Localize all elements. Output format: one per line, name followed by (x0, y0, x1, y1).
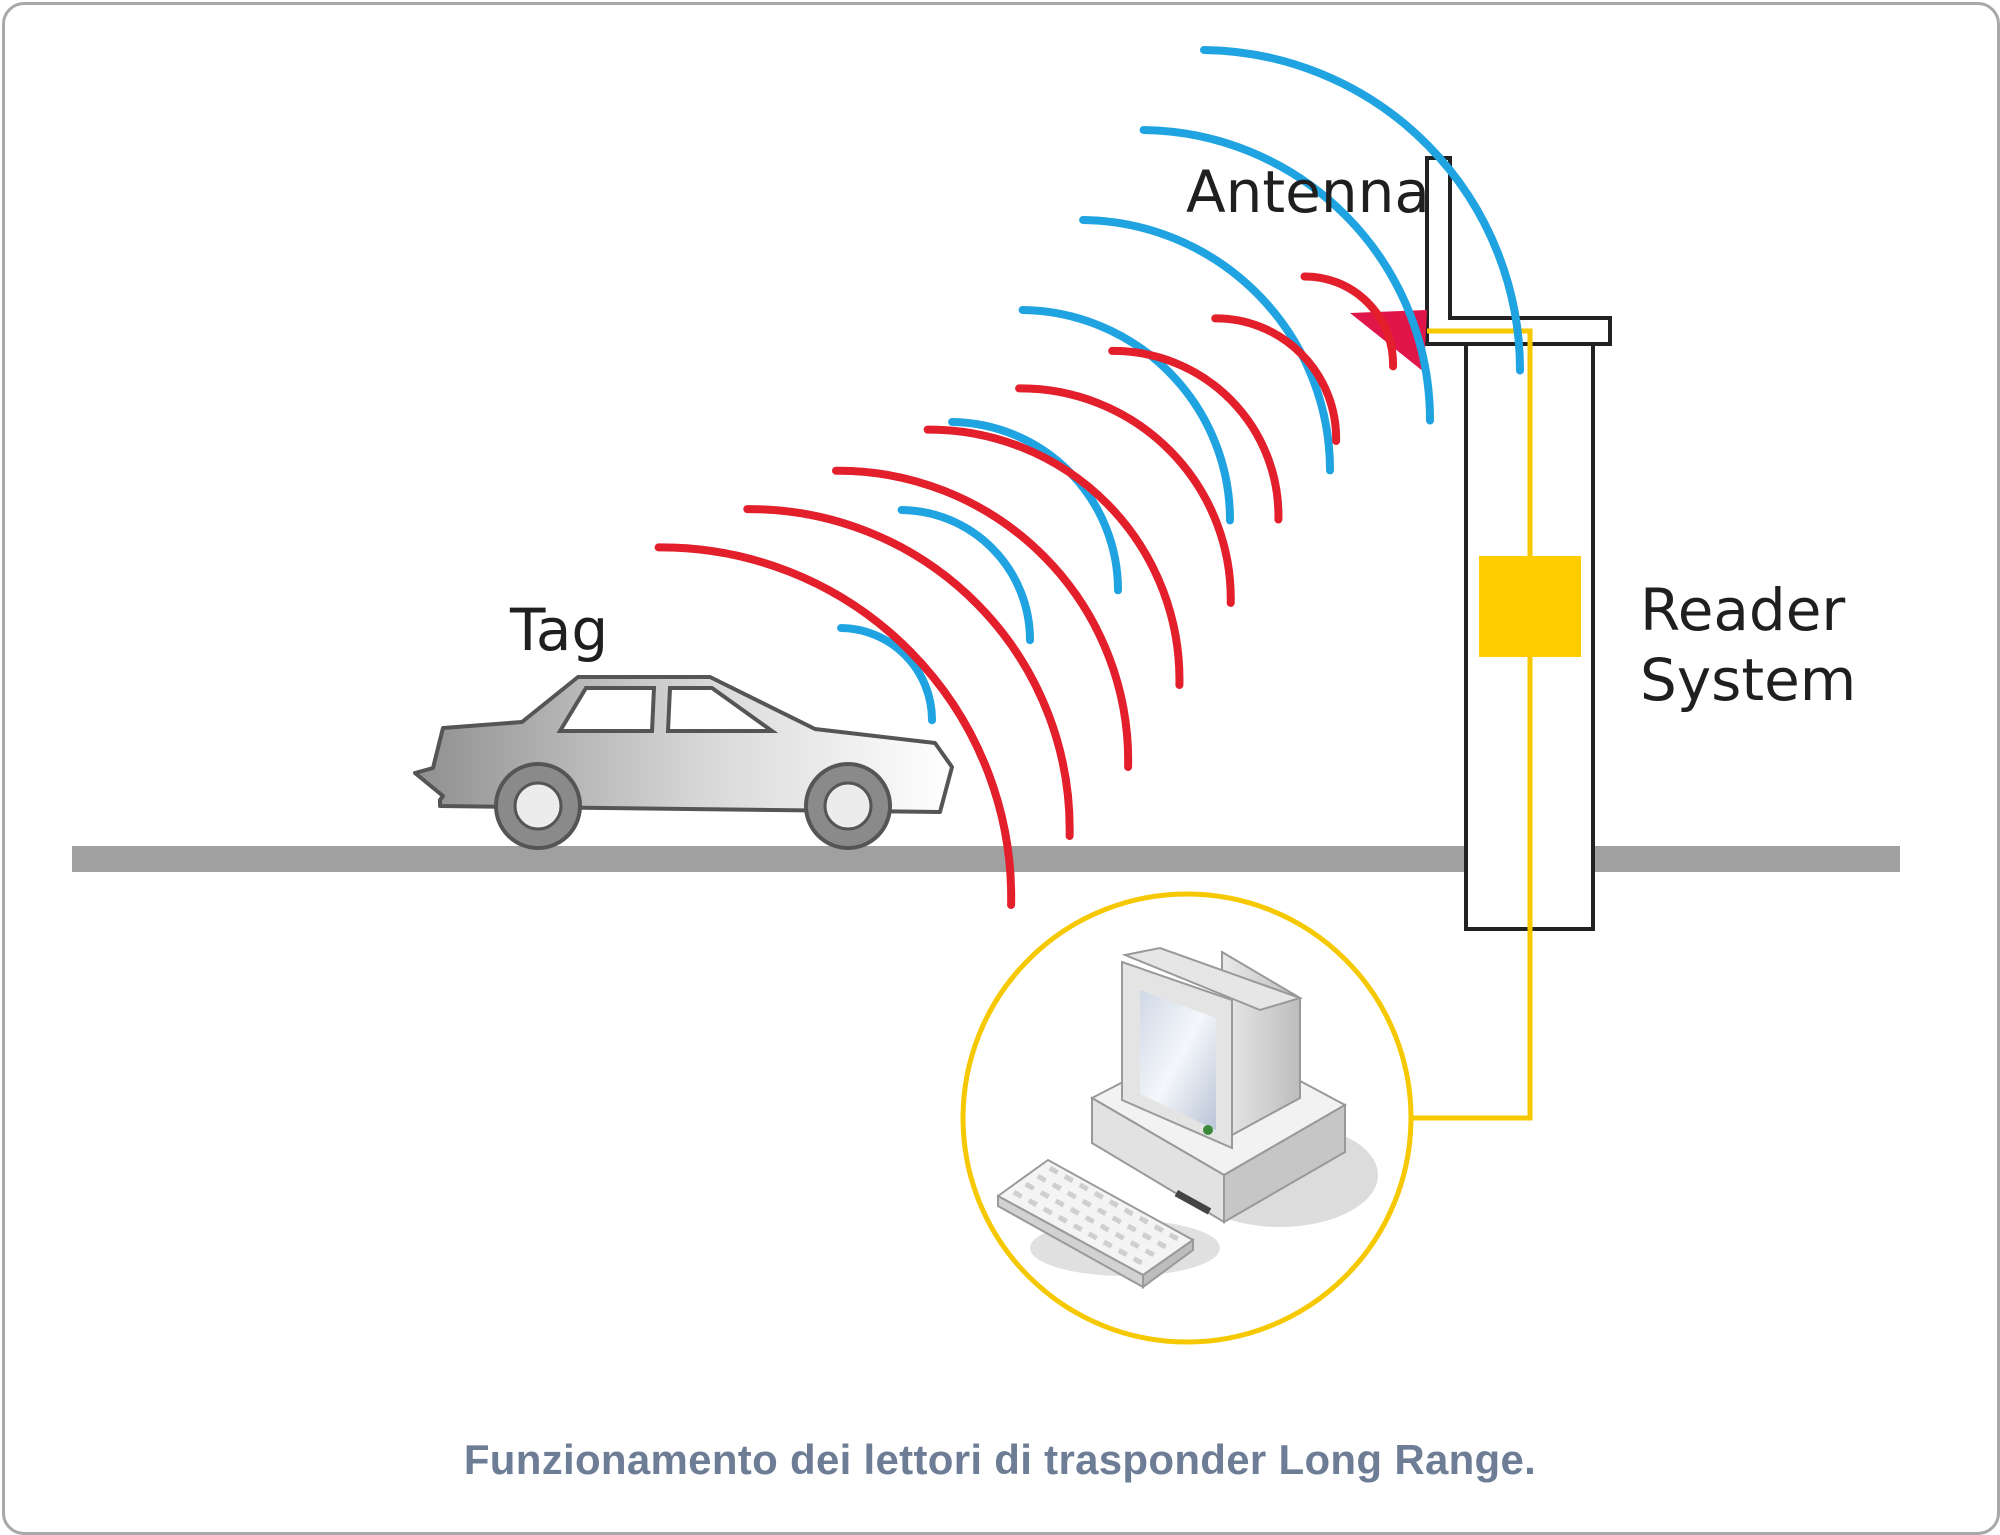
keyboard-key (1156, 1240, 1167, 1250)
keyboard-key (1102, 1239, 1113, 1249)
return-wave-arc (1211, 314, 1341, 445)
return-wave-arc (923, 425, 1184, 689)
keyboard-icon (996, 1158, 1220, 1289)
caption: Funzionamento dei lettori di trasponder … (463, 1436, 1537, 1483)
keyboard-key (1126, 1223, 1137, 1233)
reader-label-line2: System (1640, 646, 1856, 714)
antenna-label: Antenna (1186, 158, 1430, 226)
keyboard-key (1066, 1190, 1077, 1200)
keyboard-key (1084, 1215, 1095, 1224)
keyboard-key (1117, 1248, 1128, 1257)
antenna-mast (1425, 156, 1612, 346)
keyboard-key (1138, 1215, 1149, 1225)
keyboard-key (1129, 1240, 1140, 1249)
return-wave-arc (654, 543, 1016, 909)
keyboard-key (1114, 1231, 1125, 1241)
keyboard-key (1096, 1207, 1107, 1216)
keyboard-key (1036, 1174, 1047, 1183)
outgoing-wave-arc (897, 506, 1035, 645)
signal-waves (654, 46, 1525, 909)
return-wave-arc (1300, 272, 1398, 371)
return-wave-arc (743, 505, 1074, 840)
return-wave-arc (832, 466, 1133, 771)
outgoing-wave-arc (1079, 216, 1335, 475)
keyboard-key (1063, 1174, 1074, 1184)
keyboard-key (1024, 1182, 1035, 1191)
keyboard-key (1087, 1231, 1098, 1241)
signal-cable (1412, 328, 1533, 1121)
keyboard-key (1027, 1198, 1038, 1208)
keyboard-key (1057, 1214, 1068, 1224)
keyboard-key (1078, 1182, 1089, 1192)
computer-icon (1089, 946, 1378, 1227)
keyboard-key (1111, 1215, 1122, 1225)
keyboard-key (1039, 1190, 1050, 1200)
reader-module (1479, 556, 1581, 657)
keyboard-key (1012, 1190, 1023, 1199)
keyboard-key (1108, 1199, 1119, 1208)
keyboard-key (1051, 1182, 1062, 1192)
keyboard-key (1081, 1198, 1092, 1208)
keyboard-key (1153, 1224, 1164, 1233)
keyboard-key (1042, 1206, 1053, 1216)
return-wave-arc (1108, 346, 1283, 524)
ground-line (72, 846, 1900, 872)
keyboard-key (1099, 1223, 1110, 1233)
keyboard-key (1072, 1223, 1083, 1232)
return-wave-arc (1015, 384, 1235, 607)
outgoing-wave-arc (1018, 306, 1235, 525)
keyboard-key (1123, 1207, 1134, 1217)
keyboard-key (1093, 1190, 1104, 1200)
car-icon (413, 675, 954, 850)
keyboard-key (1132, 1256, 1143, 1266)
reader-label-line1: Reader (1640, 576, 1845, 644)
outgoing-wave-arc (1200, 46, 1525, 375)
keyboard-key (1144, 1248, 1155, 1258)
keyboard-key (1141, 1232, 1152, 1241)
outgoing-wave-arc (1139, 126, 1435, 425)
outgoing-wave-arc (837, 624, 937, 725)
keyboard-key (1054, 1198, 1065, 1208)
keyboard-key (1069, 1206, 1080, 1216)
keyboard-key (1048, 1166, 1059, 1175)
tag-label: Tag (509, 596, 608, 664)
keyboard-key (1168, 1232, 1179, 1242)
